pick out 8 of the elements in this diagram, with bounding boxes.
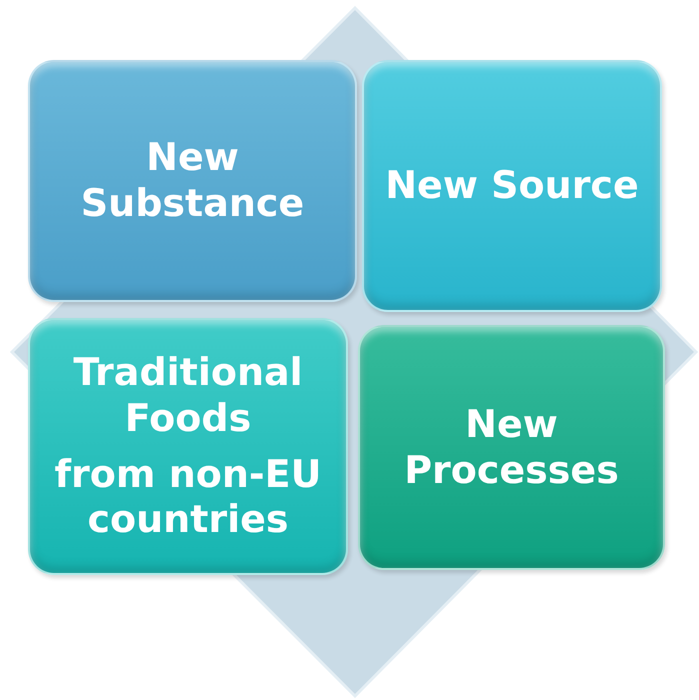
box-label: New Source xyxy=(385,163,639,209)
box-label: from non-EU countries xyxy=(53,452,322,543)
category-box xyxy=(28,60,357,302)
category-box xyxy=(358,325,665,570)
category-box xyxy=(362,60,662,312)
box-label: New Substance xyxy=(80,135,306,227)
box-label: New Processes xyxy=(403,402,620,494)
category-box xyxy=(28,318,348,575)
